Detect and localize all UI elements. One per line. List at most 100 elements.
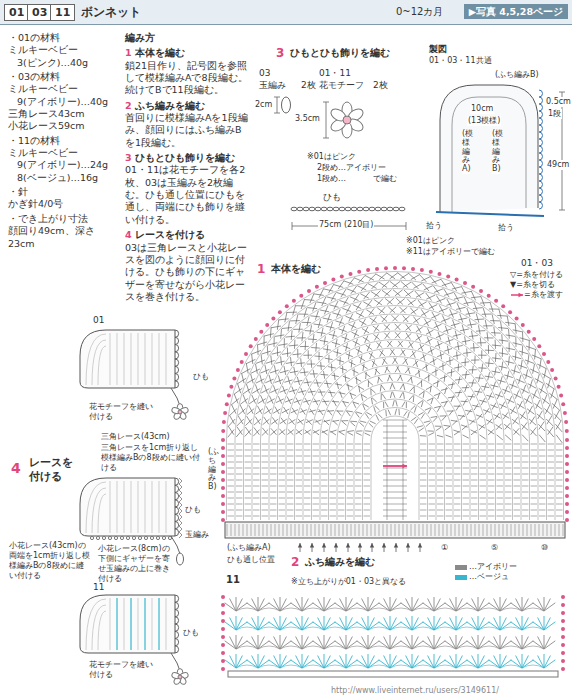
- vertical-note: (ふち編みB): [208, 448, 216, 492]
- annotation: 9(アイボリー)…40g: [17, 96, 120, 108]
- arrowhead: [406, 543, 410, 548]
- picot-dot: [565, 494, 569, 498]
- node-text: 11: [55, 6, 70, 19]
- flower-lace: [132, 536, 135, 539]
- flower-center: [178, 410, 182, 414]
- chain-stitch: [339, 207, 345, 211]
- picot-dot: [565, 510, 569, 514]
- annotation: ・01の材料: [8, 32, 120, 44]
- picot-dot: [494, 299, 498, 303]
- arrowhead: [518, 293, 523, 297]
- vertical-note: (模様編みA): [462, 130, 470, 174]
- node-text: ▶写真 4,5,28ページ: [469, 6, 563, 17]
- legend-item: …ベージュ: [455, 572, 517, 582]
- picot-dot: [565, 454, 569, 458]
- annotation: 小花レース(43cm)の両端を1cm折り返し模様編みBの8段めに縫い付ける: [8, 541, 92, 581]
- annotation: 1段め…: [316, 174, 347, 184]
- picot-dot: [411, 267, 415, 271]
- picot-dot: [221, 635, 225, 639]
- picot-dot: [564, 420, 568, 424]
- annotation: 01・11は花モチーフを各2枚、03は玉編みを2枚編む。ひも通し位置にひもを通し…: [125, 164, 250, 226]
- stripe-lines: [117, 598, 159, 650]
- bobble-ornament: [177, 553, 184, 565]
- picot-dot: [278, 310, 282, 314]
- picot-dot: [375, 267, 379, 271]
- flower-lace: [120, 536, 123, 539]
- picot-dot: [229, 385, 233, 389]
- picot-dot: [249, 344, 253, 348]
- picot-dot: [561, 659, 565, 663]
- picot-dot: [561, 667, 565, 671]
- picot-dot: [236, 368, 240, 372]
- picot-dot: [331, 277, 335, 281]
- picot-dot: [221, 659, 225, 663]
- picot-dot: [366, 268, 370, 272]
- picot-dot: [420, 268, 424, 272]
- heading: ひもとひも飾りを編む: [135, 152, 235, 164]
- picot-dot: [221, 667, 225, 671]
- picot-dot: [244, 352, 248, 356]
- stitch-lines: [86, 481, 166, 533]
- chain-stitch: [375, 207, 381, 211]
- heading: 編み方: [125, 32, 250, 44]
- annotation: 11: [92, 582, 105, 593]
- legend-swatch: [455, 575, 467, 580]
- arrowhead: [298, 543, 302, 548]
- picot-dot: [221, 619, 225, 623]
- annotation: (ふち編みB): [494, 70, 540, 80]
- step-number: 3: [275, 46, 285, 61]
- picot-dot: [537, 344, 541, 348]
- flower-lace: [156, 536, 159, 539]
- annotation: ミルキーベビー: [8, 147, 120, 159]
- annotation: ひも: [322, 192, 342, 203]
- annotation: 03は三角レースと小花レースを図のように顔回りに付ける。ひも飾りの下にギャザーを…: [125, 242, 250, 304]
- picot-dot: [561, 619, 565, 623]
- dimension-line: [277, 97, 278, 113]
- picot-dot: [561, 611, 565, 615]
- annotation: かぎ針4/0号: [8, 198, 120, 210]
- center-chain: [383, 420, 407, 520]
- chain-stitch: [393, 207, 399, 211]
- chain-stitch: [291, 207, 297, 211]
- edging-stitches: [227, 524, 563, 536]
- cord: [171, 388, 180, 406]
- picot-dot: [221, 627, 225, 631]
- picot-dot: [438, 272, 442, 276]
- picot-dot: [550, 368, 554, 372]
- arrowhead: [418, 543, 422, 548]
- picot-dot: [561, 643, 565, 647]
- bonnet-figure: [80, 595, 189, 685]
- picot-dot: [221, 446, 225, 450]
- heading: レースを付ける: [135, 229, 205, 241]
- annotation: ⑤: [490, 543, 499, 553]
- flower-lace: [144, 536, 147, 539]
- arrowhead: [310, 543, 314, 548]
- chain-stitch: [333, 207, 339, 211]
- annotation: ひも: [192, 372, 210, 382]
- arrowhead: [370, 543, 374, 548]
- schematic-outline: [440, 85, 538, 212]
- picot-dot: [561, 627, 565, 631]
- flower-lace: [150, 536, 153, 539]
- picot-dot: [221, 611, 225, 615]
- picot-dot: [565, 502, 569, 506]
- pattern-number-box: 03: [27, 4, 52, 21]
- chain-stitch: [387, 207, 393, 211]
- bonnet-outline: [80, 478, 175, 536]
- heading: ふち編みを編む: [304, 556, 376, 569]
- heading: ひもとひも飾りを編む: [289, 47, 391, 60]
- chain-stitch: [369, 207, 375, 211]
- edging-band: [228, 671, 558, 677]
- picot-dot: [446, 274, 450, 278]
- chain-stitch: [357, 207, 363, 211]
- picot-dot: [292, 299, 296, 303]
- picot-dot: [546, 360, 550, 364]
- edging-band: [225, 522, 565, 538]
- annotation: ①: [440, 543, 449, 553]
- chain-stitch: [381, 207, 387, 211]
- picot-dot: [223, 411, 227, 415]
- annotation: 2cm: [254, 100, 273, 110]
- scallop-edge: [175, 595, 179, 653]
- picot-dot: [221, 595, 225, 599]
